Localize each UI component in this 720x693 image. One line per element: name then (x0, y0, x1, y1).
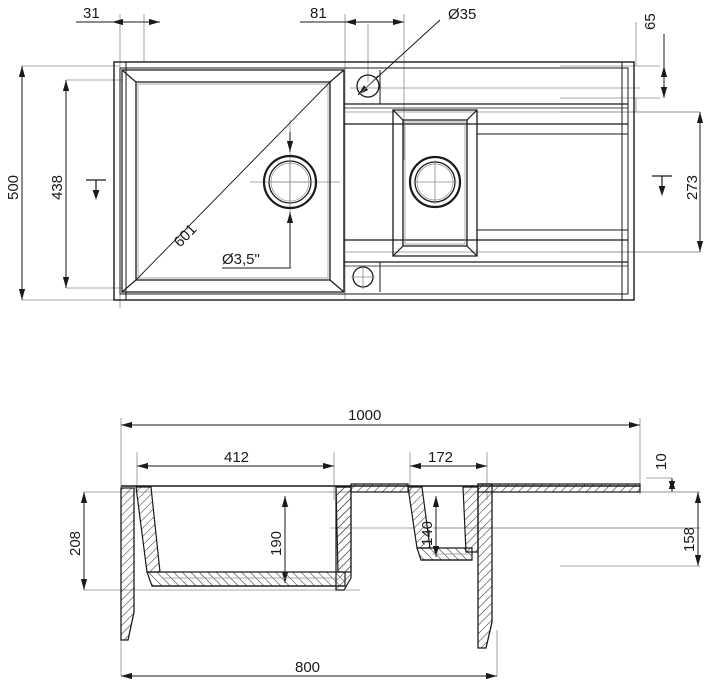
dim-208-label: 208 (67, 531, 84, 556)
dim-65: 65 (642, 13, 668, 98)
second-basin (407, 486, 479, 561)
overflow-hole (351, 265, 375, 289)
left-apron (120, 487, 135, 641)
dim-31-label: 31 (83, 5, 100, 22)
dim-273: 273 (652, 112, 704, 252)
dim-dia35: Ø35 (357, 6, 476, 96)
dim-dia35in-label: Ø3,5" (222, 251, 260, 268)
top-view: 31 81 Ø35 65 273 (5, 5, 704, 308)
dim-800-label: 800 (295, 659, 320, 676)
drainer-panel (477, 483, 641, 493)
basin-divider (335, 486, 352, 591)
dim-601-label: 601 (171, 221, 201, 251)
dim-dia35in: Ø3,5" (222, 132, 294, 269)
dim-81: 81 (300, 5, 404, 26)
dim-438-label: 438 (49, 175, 66, 200)
dim-dia35-label: Ø35 (448, 6, 476, 23)
dim-1000: 1000 1000 (121, 407, 640, 429)
sink-inner-rim (119, 67, 629, 295)
main-basin (135, 486, 352, 587)
top-view-witness-lines (22, 14, 700, 308)
dim-438: 438 (49, 80, 106, 288)
main-waste-crosshair (268, 160, 312, 204)
rim-strip-between (350, 483, 409, 493)
dim-190-label: 190 (268, 531, 285, 556)
dim-800: 800 (121, 659, 497, 680)
second-waste (408, 155, 462, 209)
dim-158: 158 (560, 491, 702, 567)
dim-158-label: 158 (681, 527, 698, 552)
dim-172-label: 172 (428, 449, 453, 466)
sink-outer-rim (113, 61, 635, 301)
dim-10-label: 10 (653, 453, 670, 470)
section-witness-lines (84, 418, 700, 676)
dim-10: 10 (653, 453, 676, 492)
tap-hole (356, 74, 380, 98)
dim-500-label: 500 (5, 175, 22, 200)
drainer (476, 110, 628, 256)
dim-65-label: 65 (642, 13, 659, 30)
dim-500: 500 (5, 66, 26, 300)
dim-412-label: 412 (224, 449, 249, 466)
dim-273-label: 273 (684, 175, 701, 200)
dim-1000-label-text: 1000 (348, 407, 381, 424)
dim-412: 412 (137, 449, 334, 470)
dim-31: 31 (76, 5, 160, 26)
dim-81-label: 81 (310, 5, 327, 22)
section-view: 1000 1000 412 172 10 158 (67, 407, 702, 680)
dim-208: 208 (67, 492, 88, 590)
dim-190: 190 (264, 496, 289, 583)
right-apron (477, 483, 493, 649)
bowl-ledge (343, 70, 628, 292)
dim-172: 172 (410, 449, 487, 470)
